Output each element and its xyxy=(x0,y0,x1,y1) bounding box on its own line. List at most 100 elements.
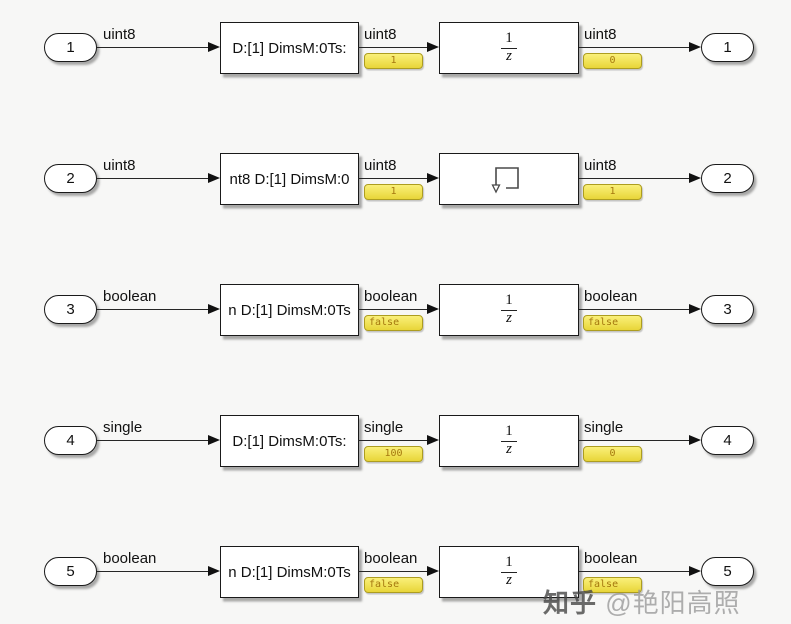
signal-wire[interactable] xyxy=(579,309,690,311)
delay-block[interactable]: 1 z xyxy=(439,22,579,74)
port-number: 3 xyxy=(66,301,75,318)
diagram-row: 2 uint8 nt8 D:[1] DimsM:0 uint8 1 1 z ui… xyxy=(0,131,791,227)
arrowhead-icon xyxy=(689,304,701,314)
arrowhead-icon xyxy=(689,173,701,183)
port-number: 2 xyxy=(723,170,732,187)
signal-wire[interactable] xyxy=(97,309,209,311)
signal-wire[interactable] xyxy=(579,47,690,49)
port-value-badge[interactable]: false xyxy=(583,577,642,593)
signal-type-label: boolean xyxy=(103,288,157,305)
signal-type-label: uint8 xyxy=(584,157,617,174)
delay-block[interactable]: 1 z xyxy=(439,284,579,336)
signal-wire[interactable] xyxy=(97,47,209,49)
port-number: 1 xyxy=(66,39,75,56)
port-value-badge[interactable]: 1 xyxy=(364,53,423,69)
input-port[interactable]: 5 xyxy=(44,557,97,586)
signal-wire[interactable] xyxy=(97,571,209,573)
unit-delay-icon: 1 z xyxy=(501,423,517,458)
signal-type-label: uint8 xyxy=(103,26,136,43)
signal-type-label: boolean xyxy=(584,550,638,567)
port-value-badge[interactable]: false xyxy=(364,577,423,593)
signal-wire[interactable] xyxy=(97,178,209,180)
port-value-badge[interactable]: 0 xyxy=(583,53,642,69)
signal-type-label: boolean xyxy=(584,288,638,305)
signal-type-label: uint8 xyxy=(364,26,397,43)
watermark-handle: @艳阳高照 xyxy=(605,588,741,618)
diagram-row: 4 single D:[1] DimsM:0Ts: single 100 1 z… xyxy=(0,393,791,489)
arrowhead-icon xyxy=(427,173,439,183)
arrowhead-icon xyxy=(427,42,439,52)
input-port[interactable]: 2 xyxy=(44,164,97,193)
signal-spec-text: n D:[1] DimsM:0Ts xyxy=(228,301,351,319)
signal-wire[interactable] xyxy=(358,47,428,49)
diagram-row: 5 boolean n D:[1] DimsM:0Ts boolean fals… xyxy=(0,524,791,620)
memory-icon xyxy=(491,167,519,194)
port-number: 5 xyxy=(66,563,75,580)
port-number: 4 xyxy=(66,432,75,449)
output-port[interactable]: 2 xyxy=(701,164,754,193)
watermark-brand: 知乎 xyxy=(543,588,598,618)
signal-wire[interactable] xyxy=(97,440,209,442)
signal-wire[interactable] xyxy=(579,571,690,573)
signal-spec-block[interactable]: n D:[1] DimsM:0Ts xyxy=(220,546,359,598)
port-number: 2 xyxy=(66,170,75,187)
signal-wire[interactable] xyxy=(358,178,428,180)
unit-delay-icon: 1 z xyxy=(501,30,517,65)
output-port[interactable]: 5 xyxy=(701,557,754,586)
signal-spec-block[interactable]: D:[1] DimsM:0Ts: xyxy=(220,22,359,74)
input-port[interactable]: 1 xyxy=(44,33,97,62)
delay-block[interactable]: 1 z xyxy=(439,153,579,205)
port-number: 1 xyxy=(723,39,732,56)
port-value-badge[interactable]: 100 xyxy=(364,446,423,462)
port-number: 4 xyxy=(723,432,732,449)
port-value-badge[interactable]: 1 xyxy=(583,184,642,200)
signal-type-label: boolean xyxy=(364,288,418,305)
signal-spec-text: D:[1] DimsM:0Ts: xyxy=(232,432,347,450)
diagram-row: 1 uint8 D:[1] DimsM:0Ts: uint8 1 1 z uin… xyxy=(0,0,791,96)
arrowhead-icon xyxy=(208,304,220,314)
port-value-badge[interactable]: 0 xyxy=(583,446,642,462)
port-value-badge[interactable]: false xyxy=(583,315,642,331)
signal-spec-text: n D:[1] DimsM:0Ts xyxy=(228,563,351,581)
output-port[interactable]: 1 xyxy=(701,33,754,62)
signal-type-label: uint8 xyxy=(364,157,397,174)
delay-block[interactable]: 1 z xyxy=(439,415,579,467)
output-port[interactable]: 3 xyxy=(701,295,754,324)
output-port[interactable]: 4 xyxy=(701,426,754,455)
arrowhead-icon xyxy=(208,173,220,183)
unit-delay-icon: 1 z xyxy=(501,292,517,327)
signal-wire[interactable] xyxy=(358,571,428,573)
port-value-badge[interactable]: false xyxy=(364,315,423,331)
signal-type-label: boolean xyxy=(103,550,157,567)
signal-type-label: single xyxy=(584,419,624,436)
arrowhead-icon xyxy=(208,42,220,52)
delay-block[interactable]: 1 z xyxy=(439,546,579,598)
signal-wire[interactable] xyxy=(579,178,690,180)
signal-type-label: boolean xyxy=(364,550,418,567)
input-port[interactable]: 4 xyxy=(44,426,97,455)
signal-spec-block[interactable]: D:[1] DimsM:0Ts: xyxy=(220,415,359,467)
watermark: 知乎 @艳阳高照 xyxy=(543,583,741,620)
signal-wire[interactable] xyxy=(358,309,428,311)
input-port[interactable]: 3 xyxy=(44,295,97,324)
port-number: 5 xyxy=(723,563,732,580)
signal-spec-text: nt8 D:[1] DimsM:0 xyxy=(229,170,350,188)
signal-wire[interactable] xyxy=(358,440,428,442)
arrowhead-icon xyxy=(208,566,220,576)
port-value-badge[interactable]: 1 xyxy=(364,184,423,200)
signal-type-label: uint8 xyxy=(103,157,136,174)
arrowhead-icon xyxy=(689,435,701,445)
arrowhead-icon xyxy=(427,566,439,576)
signal-type-label: single xyxy=(364,419,404,436)
arrowhead-icon xyxy=(689,42,701,52)
signal-spec-block[interactable]: nt8 D:[1] DimsM:0 xyxy=(220,153,359,205)
diagram-row: 3 boolean n D:[1] DimsM:0Ts boolean fals… xyxy=(0,262,791,358)
arrowhead-icon xyxy=(208,435,220,445)
arrowhead-icon xyxy=(689,566,701,576)
signal-spec-text: D:[1] DimsM:0Ts: xyxy=(232,39,347,57)
signal-spec-block[interactable]: n D:[1] DimsM:0Ts xyxy=(220,284,359,336)
arrowhead-icon xyxy=(427,304,439,314)
signal-wire[interactable] xyxy=(579,440,690,442)
port-number: 3 xyxy=(723,301,732,318)
